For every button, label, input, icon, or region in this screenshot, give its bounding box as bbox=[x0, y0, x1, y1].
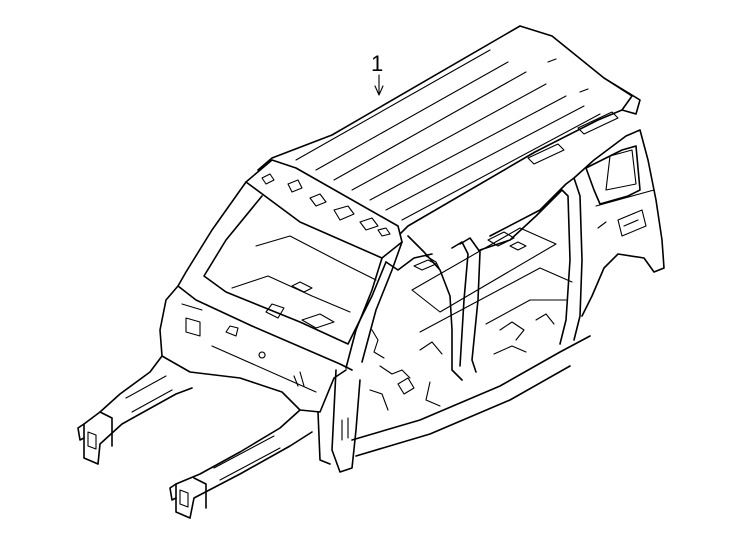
cowl-panel bbox=[159, 285, 347, 413]
rear-opening-details bbox=[493, 313, 555, 355]
side-body-structure bbox=[351, 129, 665, 457]
front-frame-rail-right bbox=[169, 409, 313, 519]
roof-panel bbox=[257, 25, 641, 237]
windshield-header bbox=[245, 159, 403, 259]
callout-1-label: 1 bbox=[371, 51, 383, 76]
windshield-frame bbox=[177, 181, 403, 371]
door-opening-details bbox=[369, 329, 443, 411]
hinge-pillar bbox=[317, 369, 361, 473]
front-frame-rail-left bbox=[77, 355, 193, 465]
callout-1-leader bbox=[374, 74, 384, 96]
